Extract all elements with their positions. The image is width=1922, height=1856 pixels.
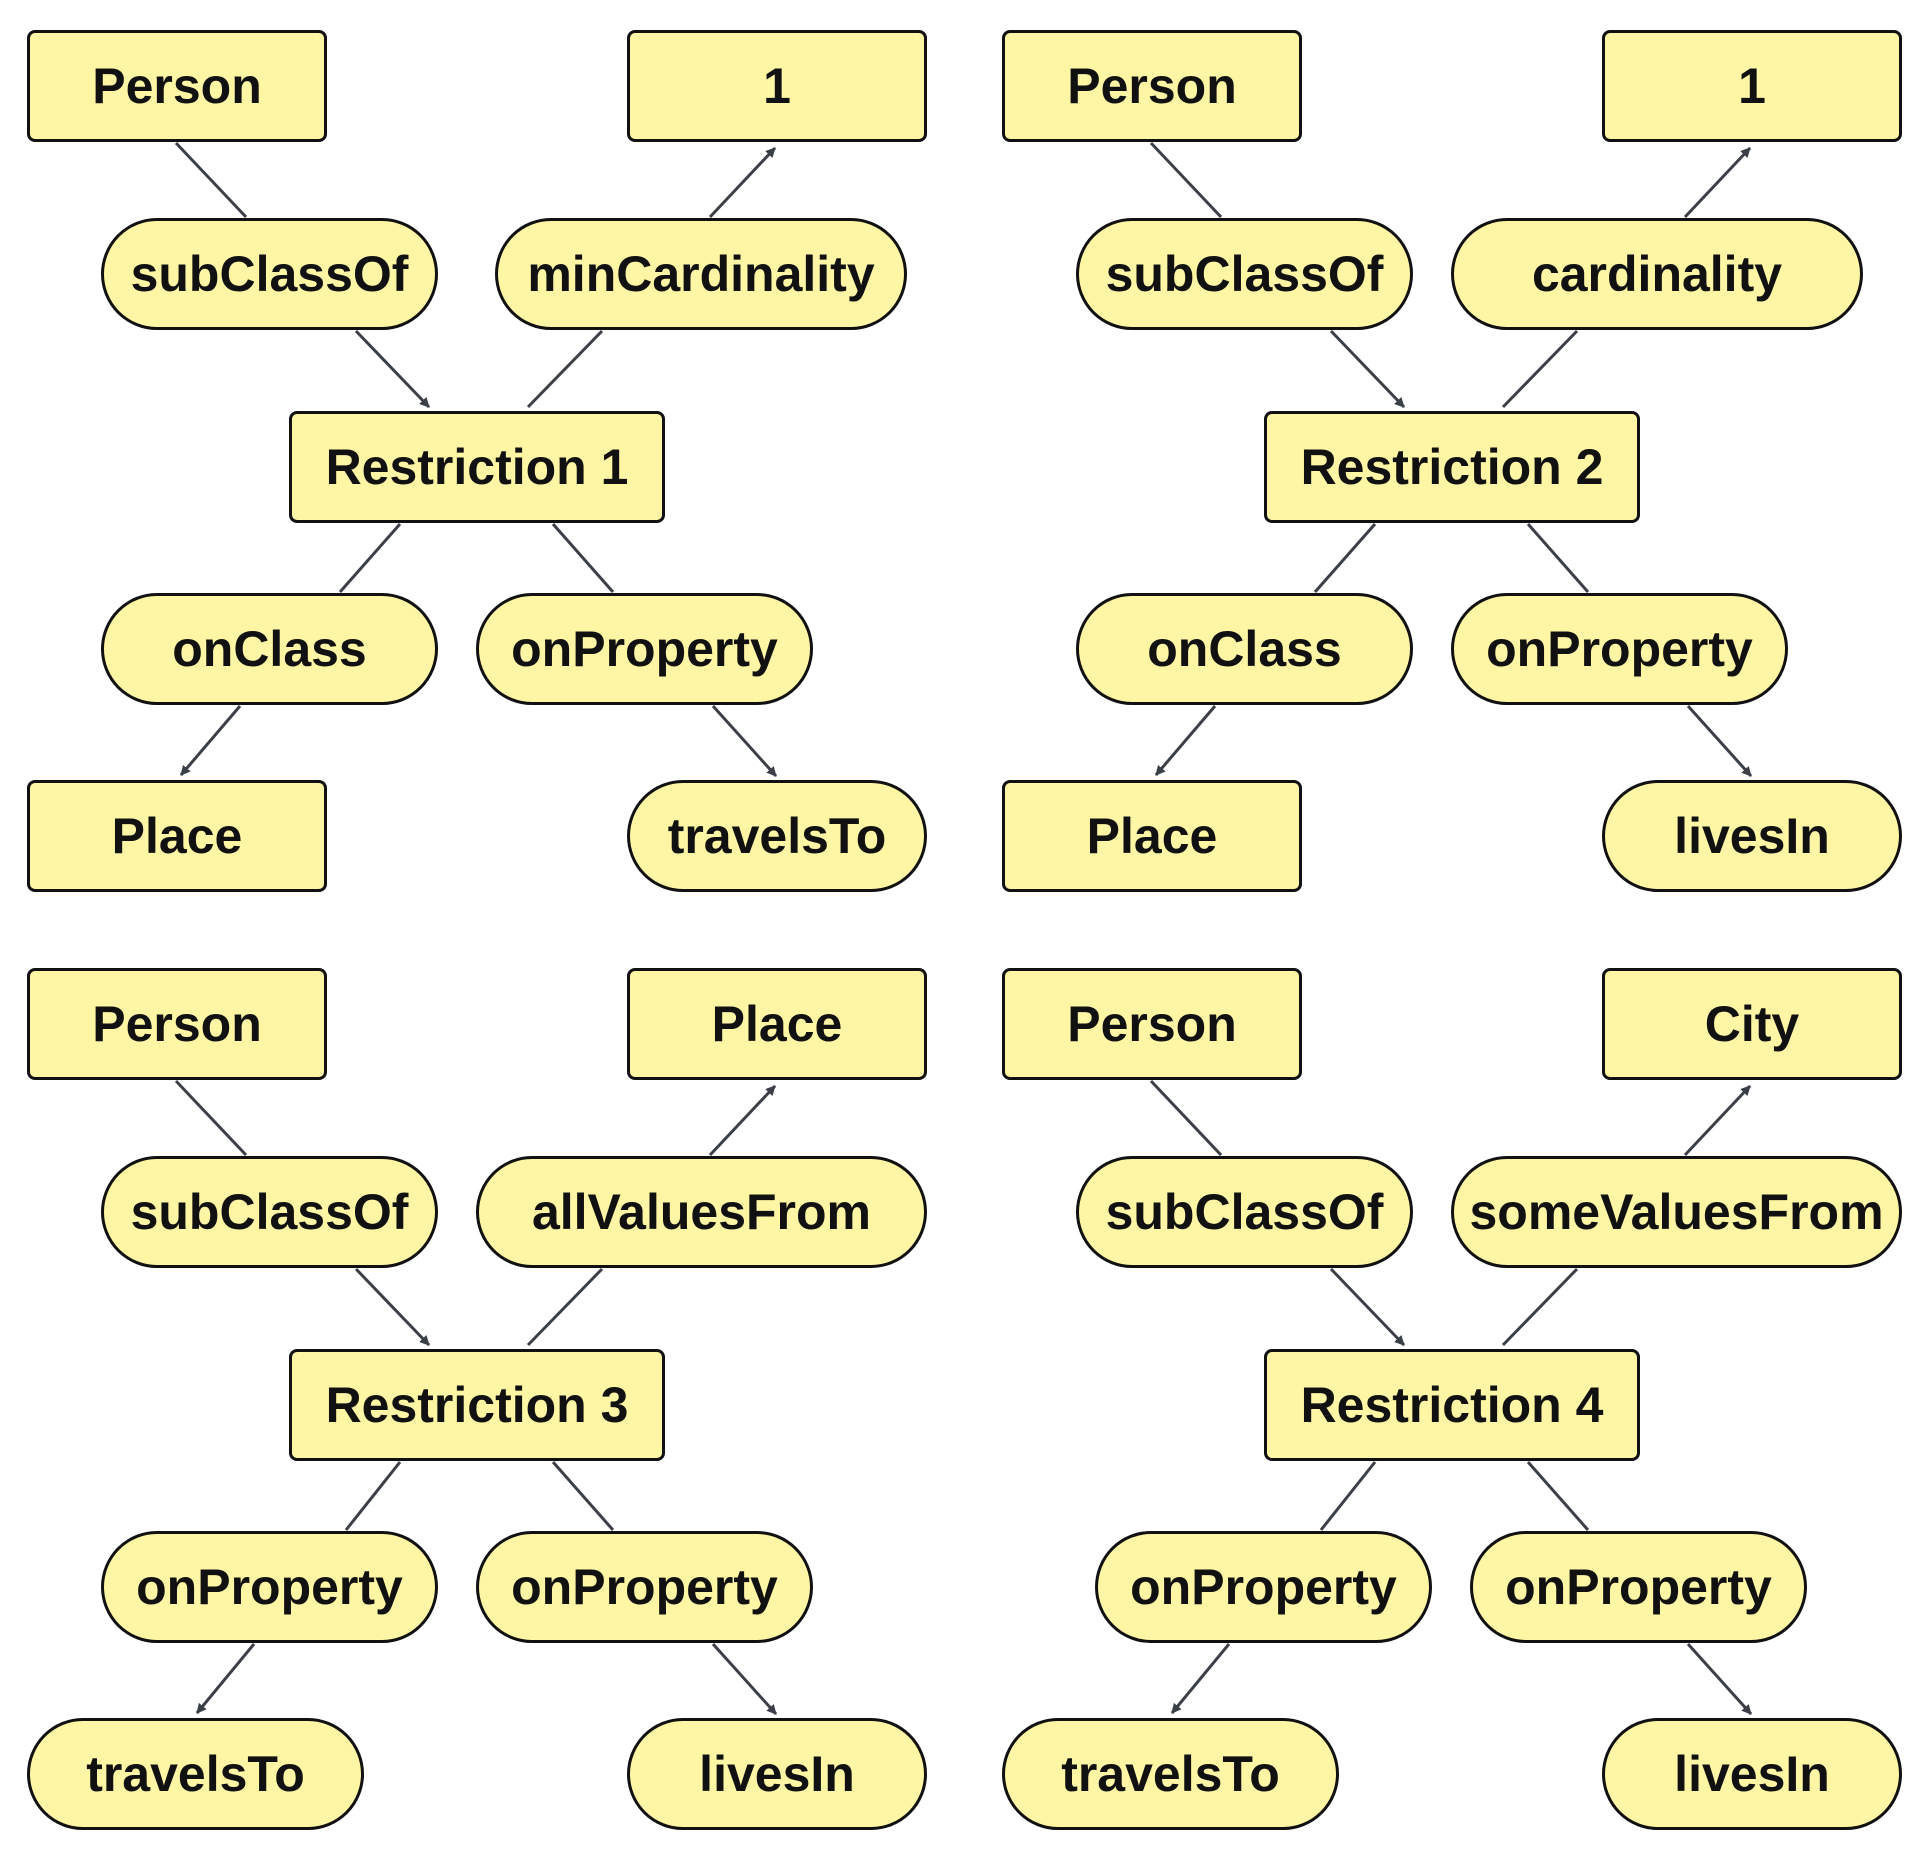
edge-3-7-arrow xyxy=(195,1643,256,1714)
right-target-node: livesIn xyxy=(1602,1718,1902,1830)
subclassof-relation-node: subClassOf xyxy=(1076,1156,1413,1268)
edge-1-8-arrow xyxy=(711,704,778,778)
left-target-node: Place xyxy=(27,780,327,892)
value-relation-node: minCardinality xyxy=(495,218,907,330)
value-relation-node: someValuesFrom xyxy=(1451,1156,1902,1268)
restriction-value-node: 1 xyxy=(1602,30,1902,142)
edge-2-1 xyxy=(1149,141,1223,219)
subclassof-relation-node: subClassOf xyxy=(101,1156,438,1268)
edge-4-8-arrow xyxy=(1686,1642,1753,1716)
edge-2-6 xyxy=(1526,523,1590,593)
edge-3-3 xyxy=(526,1267,604,1347)
edge-3-2-arrow xyxy=(354,1267,431,1347)
restriction-value-node: 1 xyxy=(627,30,927,142)
left-target-node: travelsTo xyxy=(1002,1718,1339,1830)
edge-2-8-arrow xyxy=(1686,704,1753,778)
edge-1-5 xyxy=(338,523,402,593)
right-relation-node: onProperty xyxy=(1451,593,1788,705)
right-relation-node: onProperty xyxy=(476,1531,813,1643)
edge-1-7-arrow xyxy=(179,705,242,776)
edge-3-8-arrow xyxy=(711,1642,778,1716)
edge-3-5 xyxy=(344,1461,402,1531)
edge-4-4-arrow xyxy=(1683,1084,1752,1157)
edge-1-2-arrow xyxy=(354,329,431,409)
restriction-value-node: City xyxy=(1602,968,1902,1080)
subject-class-node: Person xyxy=(27,30,327,142)
left-relation-node: onClass xyxy=(101,593,438,705)
left-relation-node: onClass xyxy=(1076,593,1413,705)
edge-2-4-arrow xyxy=(1683,146,1752,219)
edge-2-3 xyxy=(1501,329,1579,409)
edge-1-3 xyxy=(526,329,604,409)
right-relation-node: onProperty xyxy=(476,593,813,705)
edge-4-2-arrow xyxy=(1329,1267,1406,1347)
edge-3-4-arrow xyxy=(708,1084,777,1157)
right-target-node: travelsTo xyxy=(627,780,927,892)
left-relation-node: onProperty xyxy=(1095,1531,1432,1643)
edge-4-1 xyxy=(1149,1079,1223,1157)
right-target-node: livesIn xyxy=(627,1718,927,1830)
restriction-node: Restriction 3 xyxy=(289,1349,665,1461)
subject-class-node: Person xyxy=(27,968,327,1080)
subject-class-node: Person xyxy=(1002,968,1302,1080)
edge-3-6 xyxy=(551,1461,615,1531)
subclassof-relation-node: subClassOf xyxy=(1076,218,1413,330)
right-target-node: livesIn xyxy=(1602,780,1902,892)
edge-1-6 xyxy=(551,523,615,593)
edge-2-5 xyxy=(1313,523,1377,593)
edge-1-1 xyxy=(174,141,248,219)
edge-4-5 xyxy=(1319,1461,1377,1531)
restriction-value-node: Place xyxy=(627,968,927,1080)
edge-4-3 xyxy=(1501,1267,1579,1347)
left-target-node: travelsTo xyxy=(27,1718,364,1830)
edge-2-2-arrow xyxy=(1329,329,1406,409)
restriction-node: Restriction 1 xyxy=(289,411,665,523)
restriction-node: Restriction 2 xyxy=(1264,411,1640,523)
edge-3-1 xyxy=(174,1079,248,1157)
edge-1-4-arrow xyxy=(708,146,777,219)
subclassof-relation-node: subClassOf xyxy=(101,218,438,330)
left-target-node: Place xyxy=(1002,780,1302,892)
right-relation-node: onProperty xyxy=(1470,1531,1807,1643)
edge-4-6 xyxy=(1526,1461,1590,1531)
left-relation-node: onProperty xyxy=(101,1531,438,1643)
restriction-node: Restriction 4 xyxy=(1264,1349,1640,1461)
edge-2-7-arrow xyxy=(1154,705,1217,776)
subject-class-node: Person xyxy=(1002,30,1302,142)
value-relation-node: cardinality xyxy=(1451,218,1863,330)
value-relation-node: allValuesFrom xyxy=(476,1156,927,1268)
edge-4-7-arrow xyxy=(1170,1643,1231,1714)
